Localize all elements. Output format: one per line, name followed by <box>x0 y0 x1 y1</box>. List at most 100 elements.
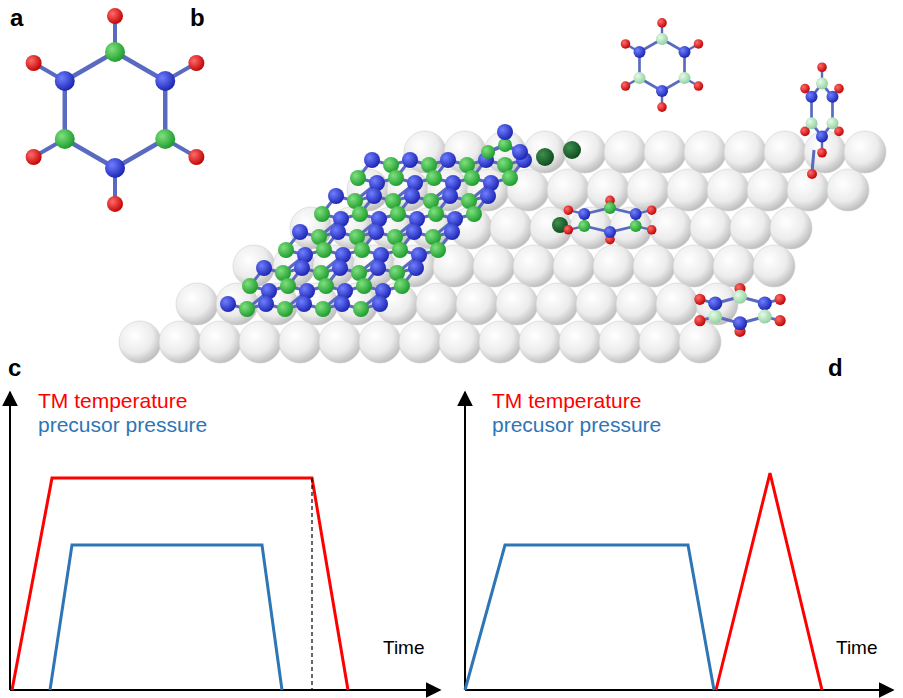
atom <box>188 55 204 71</box>
atom <box>633 46 645 58</box>
atom <box>694 315 705 326</box>
atom <box>55 71 75 91</box>
atom <box>430 242 446 258</box>
metal-atom <box>684 131 726 173</box>
atom <box>708 310 722 324</box>
metal-atom <box>667 169 709 211</box>
atom <box>426 170 442 186</box>
panel-letter: a <box>10 6 23 30</box>
metal-atom <box>119 321 161 363</box>
metal-atom <box>713 245 755 287</box>
atom <box>26 55 42 71</box>
atom <box>647 225 657 235</box>
atom <box>481 145 495 159</box>
metal-atom <box>610 207 652 249</box>
metal-atom <box>644 131 686 173</box>
atom <box>656 85 668 97</box>
atom <box>775 315 786 326</box>
atom <box>775 294 786 305</box>
atom <box>758 296 772 310</box>
legend-text: precusor pressure <box>38 414 207 435</box>
atom <box>406 224 422 240</box>
atom <box>188 149 204 165</box>
atom <box>657 18 667 28</box>
atom <box>220 296 236 312</box>
atom <box>806 91 818 103</box>
atom <box>442 188 458 204</box>
atom <box>536 148 554 166</box>
bond <box>812 150 814 172</box>
atom <box>630 220 642 232</box>
atom <box>332 260 348 276</box>
atom <box>604 226 616 238</box>
atom <box>334 296 350 312</box>
atom <box>733 290 747 304</box>
atom <box>807 169 817 179</box>
metal-atom <box>456 283 498 325</box>
atom <box>370 260 386 276</box>
atom <box>404 188 420 204</box>
metal-atom <box>593 245 635 287</box>
metal-atom <box>524 131 566 173</box>
atom <box>512 144 528 160</box>
atom <box>372 296 388 312</box>
metal-atom <box>399 321 441 363</box>
atom <box>444 224 460 240</box>
metal-atom <box>473 245 515 287</box>
atom <box>55 129 75 149</box>
metal-atom <box>519 321 561 363</box>
metal-atom <box>673 245 715 287</box>
atom <box>350 170 366 186</box>
metal-atom <box>176 283 218 325</box>
metal-atom <box>239 321 281 363</box>
atom <box>564 225 574 235</box>
atom <box>464 170 480 186</box>
atom <box>280 278 296 294</box>
plot-d <box>465 392 893 690</box>
atom <box>364 152 380 168</box>
metal-atom <box>564 131 606 173</box>
metal-atom <box>690 207 732 249</box>
plot-c <box>10 392 440 690</box>
atom <box>155 71 175 91</box>
metal-atom <box>770 207 812 249</box>
metal-atom <box>804 131 846 173</box>
atom <box>402 152 418 168</box>
atom <box>466 206 482 222</box>
axis-label: Time <box>836 638 878 657</box>
atom <box>826 117 838 129</box>
atom <box>26 149 42 165</box>
atom <box>242 278 258 294</box>
atom <box>294 260 310 276</box>
atom <box>392 242 408 258</box>
atom <box>816 78 828 90</box>
metal-atom <box>679 321 721 363</box>
atom <box>314 206 330 222</box>
atom <box>408 260 424 276</box>
metal-atom <box>650 207 692 249</box>
atom <box>497 124 513 140</box>
metal-atom <box>707 169 749 211</box>
atom <box>563 141 581 159</box>
atom <box>277 301 293 317</box>
atom <box>440 152 456 168</box>
metal-atom <box>724 131 766 173</box>
panel-letter: d <box>828 356 843 380</box>
atom <box>694 39 704 49</box>
atom <box>564 205 574 215</box>
atom <box>633 72 645 84</box>
atom <box>428 206 444 222</box>
metal-atom <box>787 169 829 211</box>
metal-atom <box>559 321 601 363</box>
atom <box>630 208 642 220</box>
metal-atom <box>633 245 675 287</box>
atom <box>498 138 512 152</box>
axis-label: Time <box>383 638 425 657</box>
metal-atom <box>639 321 681 363</box>
atom <box>694 81 704 91</box>
atom <box>679 46 691 58</box>
atom <box>353 301 369 317</box>
atom <box>647 205 657 215</box>
metal-atom <box>627 169 669 211</box>
